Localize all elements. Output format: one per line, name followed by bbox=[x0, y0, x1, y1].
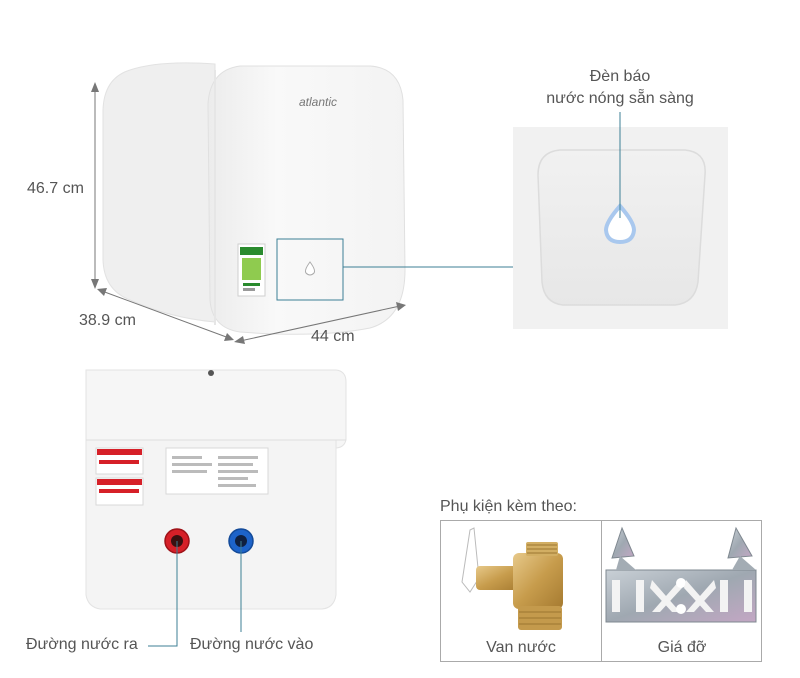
depth-dimension-label: 38.9 cm bbox=[79, 312, 136, 329]
accessory-label-valve: Van nước bbox=[486, 639, 556, 656]
width-dimension-arrow bbox=[234, 302, 406, 344]
accessories-title: Phụ kiện kèm theo: bbox=[440, 498, 577, 515]
indicator-callout-line2: nước nóng sẵn sàng bbox=[546, 90, 694, 107]
small-drop-icon bbox=[305, 261, 315, 276]
indicator-drop-icon bbox=[603, 202, 637, 245]
height-dimension-arrow bbox=[91, 82, 99, 289]
accessories-divider bbox=[601, 521, 602, 661]
energy-label-sticker bbox=[237, 243, 266, 297]
depth-dimension-arrow bbox=[97, 288, 234, 341]
indicator-callout-line1: Đèn báo bbox=[589, 68, 651, 85]
accessories-panel: Van nước Giá đỡ bbox=[440, 520, 762, 662]
height-dimension-label: 46.7 cm bbox=[27, 180, 84, 197]
valve-icon bbox=[461, 527, 563, 630]
indicator-highlight-box bbox=[276, 238, 344, 301]
inlet-pipe-label: Đường nước vào bbox=[190, 636, 314, 653]
accessory-label-bracket: Giá đỡ bbox=[657, 639, 707, 656]
water-heater-bottom-view bbox=[85, 369, 347, 610]
brand-logo: atlantic bbox=[299, 95, 337, 109]
width-dimension-label: 44 cm bbox=[311, 328, 355, 345]
outlet-leader-line bbox=[148, 541, 178, 647]
indicator-callout-label: Đèn báo nước nóng sẵn sàng bbox=[520, 66, 720, 110]
outlet-pipe-label: Đường nước ra bbox=[26, 636, 138, 653]
bracket-icon bbox=[605, 526, 757, 623]
